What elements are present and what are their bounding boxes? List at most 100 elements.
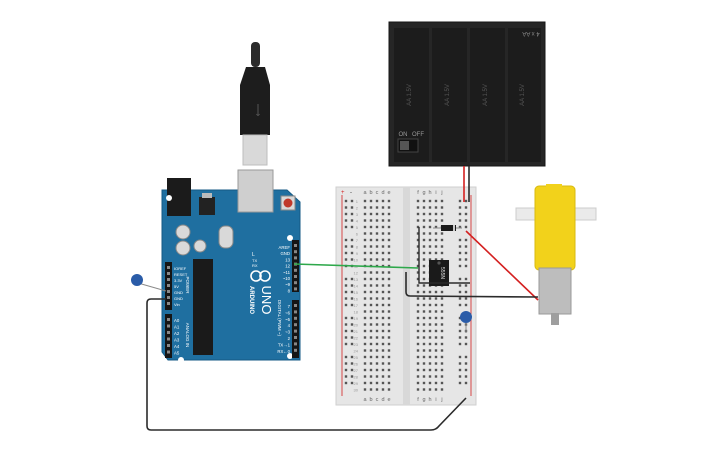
breadboard-rail-hole[interactable] [458,323,462,326]
breadboard-hole[interactable] [428,342,432,346]
breadboard-rail-hole[interactable] [344,368,348,372]
breadboard-hole[interactable] [363,303,367,307]
breadboard-hole[interactable] [434,362,438,365]
breadboard-hole[interactable] [416,355,420,359]
breadboard-rail-hole[interactable] [464,362,468,365]
breadboard-hole[interactable] [369,199,373,203]
breadboard-hole[interactable] [440,199,444,203]
breadboard-rail-hole[interactable] [350,342,354,346]
breadboard-hole[interactable] [387,212,391,216]
breadboard-hole[interactable] [381,336,385,339]
breadboard-hole[interactable] [369,388,373,391]
breadboard-hole[interactable] [363,329,367,333]
breadboard-hole[interactable] [416,251,420,255]
breadboard-rail-hole[interactable] [344,329,348,333]
breadboard-hole[interactable] [363,316,367,320]
breadboard-hole[interactable] [440,316,444,320]
breadboard-hole[interactable] [387,355,391,359]
breadboard-rail-hole[interactable] [350,316,354,320]
breadboard-rail-hole[interactable] [464,336,468,339]
breadboard-hole[interactable] [416,271,420,274]
breadboard-hole[interactable] [440,375,444,378]
breadboard-hole[interactable] [375,342,379,346]
breadboard-rail-hole[interactable] [464,303,468,307]
breadboard-rail-hole[interactable] [344,342,348,346]
breadboard-hole[interactable] [422,271,426,274]
breadboard-hole[interactable] [375,277,379,281]
breadboard-hole[interactable] [363,381,367,385]
breadboard-hole[interactable] [416,381,420,385]
breadboard-rail-hole[interactable] [458,342,462,346]
breadboard-hole[interactable] [375,316,379,320]
breadboard-hole[interactable] [416,297,420,300]
breadboard-hole[interactable] [428,323,432,326]
breadboard-rail-hole[interactable] [350,329,354,333]
breadboard-hole[interactable] [416,290,420,294]
breadboard-hole[interactable] [387,381,391,385]
arduino-header-pin[interactable] [294,250,297,254]
breadboard-hole[interactable] [428,316,432,320]
breadboard-hole[interactable] [428,199,432,203]
breadboard-rail-hole[interactable] [350,368,354,372]
ceramic-capacitor-2[interactable] [460,311,472,333]
breadboard-hole[interactable] [381,212,385,216]
breadboard-hole[interactable] [434,323,438,326]
breadboard-hole[interactable] [363,206,367,209]
breadboard-hole[interactable] [434,329,438,333]
breadboard-rail-hole[interactable] [350,206,354,209]
breadboard-hole[interactable] [434,297,438,300]
breadboard-rail-hole[interactable] [464,206,468,209]
breadboard-hole[interactable] [363,258,367,261]
breadboard-hole[interactable] [422,316,426,320]
breadboard-rail-hole[interactable] [350,381,354,385]
breadboard-rail-hole[interactable] [458,284,462,287]
breadboard-hole[interactable] [381,342,385,346]
arduino-header-pin[interactable] [294,268,297,272]
breadboard-rail-hole[interactable] [350,297,354,300]
wire-black-ic[interactable] [418,227,470,284]
usb-cable[interactable]: ⟶ [240,42,270,166]
breadboard-hole[interactable] [416,388,420,391]
breadboard-hole[interactable] [440,349,444,352]
breadboard-rail-hole[interactable] [350,212,354,216]
arduino-header-pin[interactable] [167,284,170,287]
breadboard-rail-hole[interactable] [458,329,462,333]
breadboard-hole[interactable] [381,355,385,359]
breadboard-rail-hole[interactable] [464,297,468,300]
breadboard-hole[interactable] [422,245,426,248]
breadboard-rail-hole[interactable] [464,238,468,242]
breadboard-rail-hole[interactable] [464,199,468,203]
breadboard-hole[interactable] [381,388,385,391]
arduino-header-pin[interactable] [294,304,297,307]
breadboard-hole[interactable] [440,310,444,313]
breadboard-hole[interactable] [375,284,379,287]
breadboard-hole[interactable] [422,368,426,372]
breadboard-hole[interactable] [416,245,420,248]
breadboard-hole[interactable] [375,245,379,248]
breadboard-hole[interactable] [387,310,391,313]
breadboard-hole[interactable] [381,258,385,261]
breadboard-rail-hole[interactable] [464,258,468,261]
breadboard-rail-hole[interactable] [464,245,468,248]
breadboard-rail-hole[interactable] [344,212,348,216]
breadboard-rail-hole[interactable] [464,342,468,346]
breadboard-hole[interactable] [375,271,379,274]
breadboard-hole[interactable] [369,290,373,294]
arduino-header-pin[interactable] [167,318,170,321]
breadboard-hole[interactable] [369,284,373,287]
breadboard-hole[interactable] [416,336,420,339]
breadboard-hole[interactable] [387,232,391,235]
breadboard-hole[interactable] [387,349,391,352]
breadboard-hole[interactable] [375,381,379,385]
breadboard-hole[interactable] [375,310,379,313]
breadboard-rail-hole[interactable] [458,199,462,203]
breadboard-rail-hole[interactable] [344,258,348,261]
breadboard-hole[interactable] [387,316,391,320]
breadboard-hole[interactable] [428,219,432,222]
breadboard-hole[interactable] [416,212,420,216]
breadboard-hole[interactable] [440,238,444,242]
breadboard-hole[interactable] [363,368,367,372]
breadboard-hole[interactable] [387,297,391,300]
arduino-header-pin[interactable] [294,316,297,320]
breadboard-hole[interactable] [363,323,367,326]
